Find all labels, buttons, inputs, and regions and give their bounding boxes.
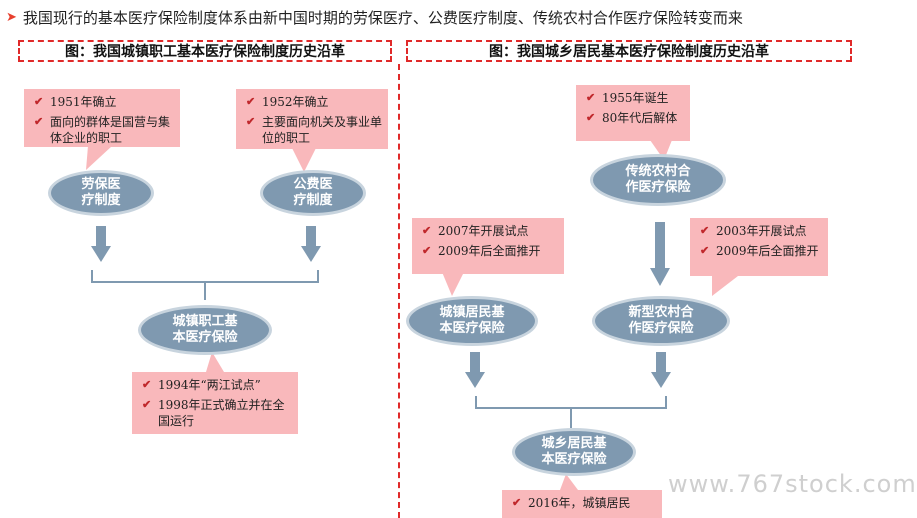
- node-public-medical: 公费医 疗制度: [260, 170, 366, 216]
- node-new-coop: 新型农村合 作医疗保险: [592, 296, 730, 346]
- bullet-triangle-icon: ➤: [6, 9, 17, 25]
- down-arrow: [651, 352, 671, 388]
- right-diagram-title: 图：我国城乡居民基本医疗保险制度历史沿革: [406, 40, 852, 62]
- watermark: www.767stock.com: [668, 470, 917, 498]
- note-urban-residents: ✔2007年开展试点 ✔2009年后全面推开: [412, 218, 564, 274]
- check-icon: ✔: [34, 95, 44, 108]
- list-item: ✔1955年诞生: [586, 91, 669, 105]
- check-icon: ✔: [142, 398, 152, 411]
- node-unified-residents: 城乡居民基 本医疗保险: [512, 428, 636, 476]
- left-diagram-title: 图：我国城镇职工基本医疗保险制度历史沿革: [18, 40, 392, 62]
- list-item: ✔80年代后解体: [586, 111, 678, 125]
- list-item: ✔2016年，城镇居民: [512, 496, 631, 510]
- node-traditional-coop: 传统农村合 作医疗保险: [590, 154, 726, 206]
- callout-tail: [650, 140, 672, 160]
- divider-line: [398, 64, 400, 518]
- callout-tail: [206, 352, 224, 372]
- callout-tail: [292, 148, 316, 172]
- note-traditional-coop: ✔1955年诞生 ✔80年代后解体: [576, 85, 690, 141]
- list-item: ✔面向的群体是国营与集体企业的职工: [34, 115, 171, 145]
- list-item: ✔2007年开展试点: [422, 224, 529, 238]
- check-icon: ✔: [700, 244, 710, 257]
- list-item: ✔1998年正式确立并在全国运行: [142, 398, 285, 428]
- note-unified-residents: ✔2016年，城镇居民: [502, 490, 662, 518]
- check-icon: ✔: [246, 95, 256, 108]
- note-employee-insurance: ✔1994年“两江试点” ✔1998年正式确立并在全国运行: [132, 372, 298, 434]
- callout-tail: [442, 272, 464, 296]
- check-icon: ✔: [246, 115, 256, 128]
- merge-bracket: [475, 396, 667, 428]
- note-labor-insurance: ✔1951年确立 ✔面向的群体是国营与集体企业的职工: [24, 89, 180, 147]
- check-icon: ✔: [512, 496, 522, 509]
- down-arrow: [91, 226, 111, 262]
- headline: ➤ 我国现行的基本医疗保险制度体系由新中国时期的劳保医疗、公费医疗制度、传统农村…: [6, 4, 743, 30]
- connector-layer: [86, 140, 738, 490]
- node-urban-residents: 城镇居民基 本医疗保险: [406, 296, 538, 346]
- check-icon: ✔: [422, 244, 432, 257]
- check-icon: ✔: [422, 224, 432, 237]
- headline-text: 我国现行的基本医疗保险制度体系由新中国时期的劳保医疗、公费医疗制度、传统农村合作…: [22, 8, 743, 27]
- down-arrow: [465, 352, 485, 388]
- callout-tail: [560, 474, 578, 490]
- list-item: ✔2009年后全面推开: [422, 244, 541, 258]
- check-icon: ✔: [34, 115, 44, 128]
- list-item: ✔1952年确立: [246, 95, 329, 109]
- check-icon: ✔: [142, 378, 152, 391]
- callout-tail: [712, 276, 738, 296]
- callout-tail: [86, 146, 112, 170]
- down-arrow: [301, 226, 321, 262]
- node-employee-insurance: 城镇职工基 本医疗保险: [138, 305, 272, 355]
- node-labor-insurance: 劳保医 疗制度: [48, 170, 154, 216]
- down-arrow: [650, 222, 670, 286]
- list-item: ✔1994年“两江试点”: [142, 378, 261, 392]
- note-new-coop: ✔2003年开展试点 ✔2009年后全面推开: [690, 218, 828, 276]
- check-icon: ✔: [700, 224, 710, 237]
- list-item: ✔2003年开展试点: [700, 224, 807, 238]
- note-public-medical: ✔1952年确立 ✔主要面向机关及事业单位的职工: [236, 89, 388, 149]
- list-item: ✔主要面向机关及事业单位的职工: [246, 115, 383, 145]
- check-icon: ✔: [586, 111, 596, 124]
- check-icon: ✔: [586, 91, 596, 104]
- list-item: ✔1951年确立: [34, 95, 117, 109]
- merge-bracket: [91, 270, 319, 300]
- list-item: ✔2009年后全面推开: [700, 244, 819, 258]
